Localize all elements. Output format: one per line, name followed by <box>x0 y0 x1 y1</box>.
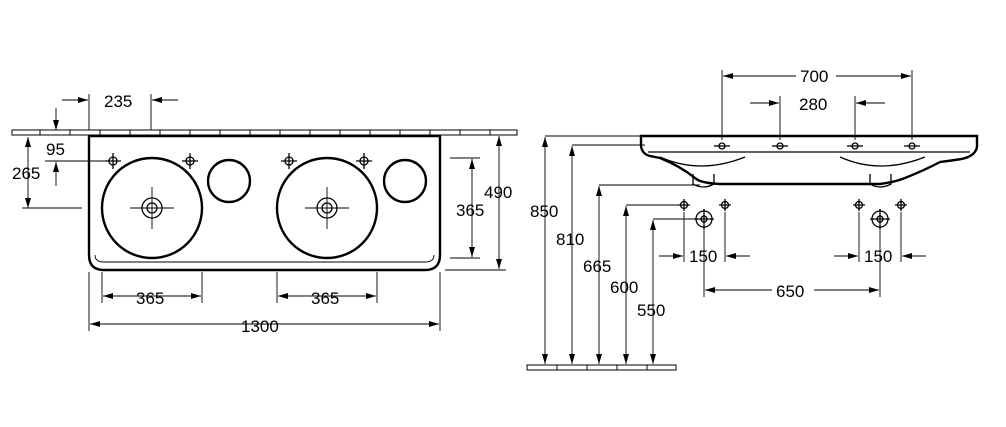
bowl-underside-left <box>659 156 746 167</box>
basin-outline <box>87 134 442 272</box>
dim-label-150-right: 150 <box>864 247 892 266</box>
left-overflow <box>206 158 252 204</box>
tap-holes-top <box>105 153 372 169</box>
dim-label-650: 650 <box>776 282 804 301</box>
dim-bowl-width-left: 365 <box>101 272 203 308</box>
dim-label-150-left: 150 <box>689 247 717 266</box>
dim-label-365-right: 365 <box>311 289 339 308</box>
right-overflow <box>382 158 428 204</box>
dim-label-490: 490 <box>484 183 512 202</box>
dim-label-810: 810 <box>556 230 584 249</box>
dim-label-365-depth: 365 <box>456 201 484 220</box>
dim-overall-width: 1300 <box>88 272 441 336</box>
dim-label-850: 850 <box>530 202 558 221</box>
dim-depth: 490 <box>445 136 512 271</box>
floor-strip <box>526 364 677 371</box>
dim-tap-spacing: 235 <box>62 92 178 130</box>
dim-supply-spacing-left: 150 <box>659 247 750 266</box>
dim-edge-to-taphole: 95 <box>45 108 105 186</box>
dim-bowl-centers: 700 <box>723 67 911 86</box>
dim-label-550: 550 <box>637 301 665 320</box>
dim-label-235: 235 <box>104 92 132 111</box>
side-view: 700 280 <box>526 67 979 371</box>
dim-label-700: 700 <box>800 67 828 86</box>
dim-label-280: 280 <box>799 95 827 114</box>
dim-bowl-width-right: 365 <box>276 272 378 308</box>
dim-label-665: 665 <box>583 257 611 276</box>
dim-label-600: 600 <box>610 278 638 297</box>
tap-holes-side <box>714 142 920 150</box>
supply-right <box>853 199 907 297</box>
dim-supply-spacing-right: 150 <box>834 247 926 266</box>
dim-label-365-left: 365 <box>136 289 164 308</box>
top-view: 235 95 265 365 365 <box>11 92 518 336</box>
basin-rim-line <box>94 254 435 263</box>
dim-height-665: 665 <box>583 184 700 364</box>
trap-left <box>692 174 715 188</box>
supply-left <box>678 199 731 297</box>
dim-height-600: 600 <box>610 204 680 364</box>
wall-strip-top <box>11 129 518 136</box>
dim-taphole-centers: 280 <box>750 95 885 114</box>
trap-right <box>869 174 892 188</box>
dim-label-1300: 1300 <box>241 317 279 336</box>
dim-label-95: 95 <box>46 140 65 159</box>
dim-label-265: 265 <box>12 164 40 183</box>
right-bowl <box>275 156 379 260</box>
dim-bowl-depth: 365 <box>450 157 484 259</box>
bowl-underside-right <box>839 156 926 167</box>
dim-height-810: 810 <box>556 144 645 364</box>
dim-supply-centers: 650 <box>705 282 879 301</box>
basin-profile <box>639 134 979 186</box>
dim-edge-to-center: 265 <box>12 137 82 209</box>
dim-height-550: 550 <box>637 218 694 364</box>
dim-height-850: 850 <box>530 135 641 364</box>
left-bowl <box>100 156 204 260</box>
